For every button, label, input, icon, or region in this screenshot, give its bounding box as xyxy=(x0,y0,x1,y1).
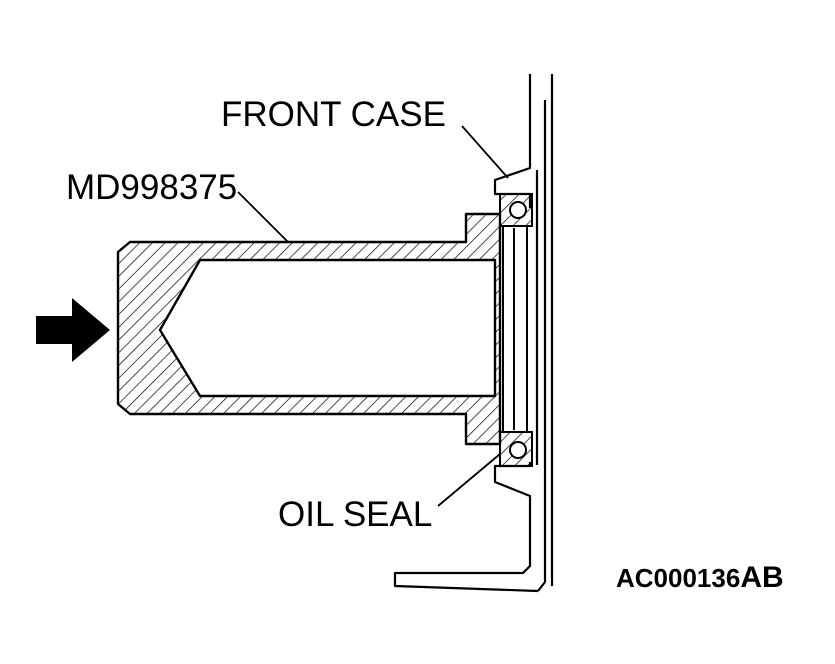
oil-seal-leader xyxy=(437,453,501,507)
press-direction-arrow-icon xyxy=(36,298,110,362)
oil-seal-upper xyxy=(499,193,533,227)
front-case-label: FRONT CASE xyxy=(221,95,446,134)
tool-part-number-label: MD998375 xyxy=(66,168,238,207)
tool-leader xyxy=(237,191,289,243)
front-case-leader xyxy=(461,125,509,179)
figure-code-main: AC000136 xyxy=(616,563,741,593)
oil-seal-web xyxy=(502,225,528,433)
special-tool-md998375 xyxy=(116,212,502,446)
figure-code-suffix: AB xyxy=(740,561,784,594)
leader-lines xyxy=(237,125,509,507)
oil-seal-lower xyxy=(499,431,533,467)
figure-code: AC000136AB xyxy=(616,563,784,593)
oil-seal-label: OIL SEAL xyxy=(278,495,433,534)
